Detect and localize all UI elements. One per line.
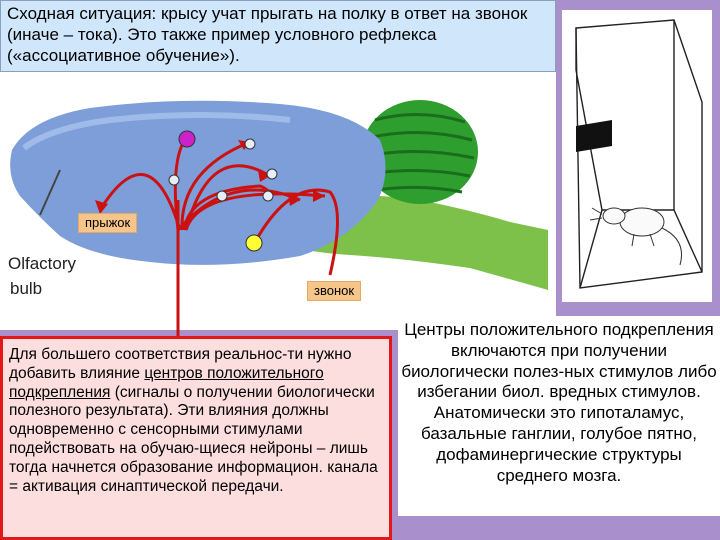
note-underlined: центров положительного подкрепления bbox=[9, 364, 324, 401]
node-1 bbox=[244, 138, 256, 150]
olfactory-pointer bbox=[39, 169, 61, 216]
node-3 bbox=[266, 168, 278, 180]
cerebellum-folds bbox=[365, 113, 475, 194]
bell-label: звонок bbox=[307, 281, 362, 301]
yellow-node bbox=[245, 234, 263, 252]
cage-drawing bbox=[575, 19, 703, 289]
jump-label: прыжок bbox=[78, 213, 138, 233]
arrowheads bbox=[95, 140, 325, 214]
cerebrum bbox=[10, 100, 386, 265]
magenta-node bbox=[178, 130, 196, 148]
top-caption: Сходная ситуация: крысу учат прыгать на … bbox=[0, 0, 556, 72]
reinforcement-note: Для большего соответствия реальнос-ти ну… bbox=[0, 336, 392, 540]
reinforcement-centers-text: Центры положительного подкрепления включ… bbox=[398, 316, 720, 516]
rat-cage-illustration bbox=[562, 10, 712, 302]
shelf bbox=[576, 120, 612, 152]
node-4 bbox=[216, 190, 228, 202]
note-part1: Для большего соответствия реальнос-ти ну… bbox=[9, 346, 352, 382]
node-2 bbox=[168, 174, 180, 186]
rat-sketch bbox=[589, 207, 682, 266]
olfactory-label-line2: bulb bbox=[10, 279, 43, 298]
olfactory-label-line1: Olfactory bbox=[8, 254, 77, 273]
note-part2: (сигналы о получении биологически полезн… bbox=[9, 383, 378, 495]
node-5 bbox=[262, 190, 274, 202]
cerebrum-highlight bbox=[22, 112, 291, 151]
